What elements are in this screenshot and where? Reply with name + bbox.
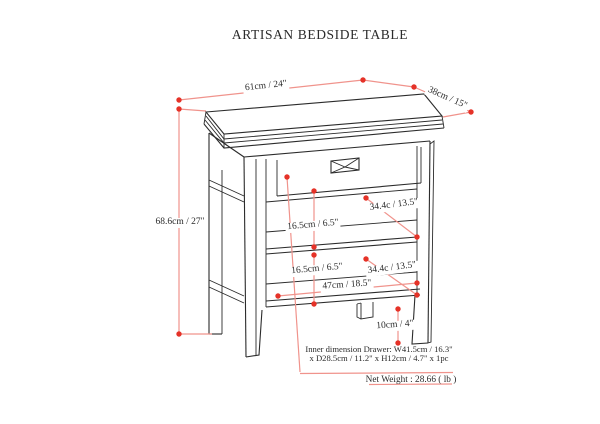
tabletop bbox=[203, 93, 445, 149]
note-underlines bbox=[299, 371, 454, 386]
left-side-panel bbox=[208, 132, 245, 334]
diagram-title: ARTISAN BEDSIDE TABLE bbox=[231, 27, 409, 42]
drawer-inner-note-line2: x D28.5cm / 11.2" x H12cm / 4.7" x 1pc bbox=[309, 353, 449, 364]
back-right-foot bbox=[356, 302, 374, 320]
dim-top-width bbox=[176, 77, 415, 103]
drawer-inner-dimension-note: Inner dimension Drawer: W41.5cm / 16.3" … bbox=[303, 344, 455, 364]
net-weight-note: Net Weight : 28.66 ( lb ) bbox=[365, 375, 457, 385]
dim-shelf-gap-lower bbox=[311, 252, 317, 307]
drawer-handle-icon bbox=[330, 157, 360, 174]
drawer-inner-note-line1: Inner dimension Drawer: W41.5cm / 16.3" bbox=[305, 344, 453, 354]
table-body bbox=[243, 140, 435, 358]
drawer-front bbox=[276, 147, 422, 197]
dim-label-height: 68.6cm / 27" bbox=[153, 217, 207, 228]
